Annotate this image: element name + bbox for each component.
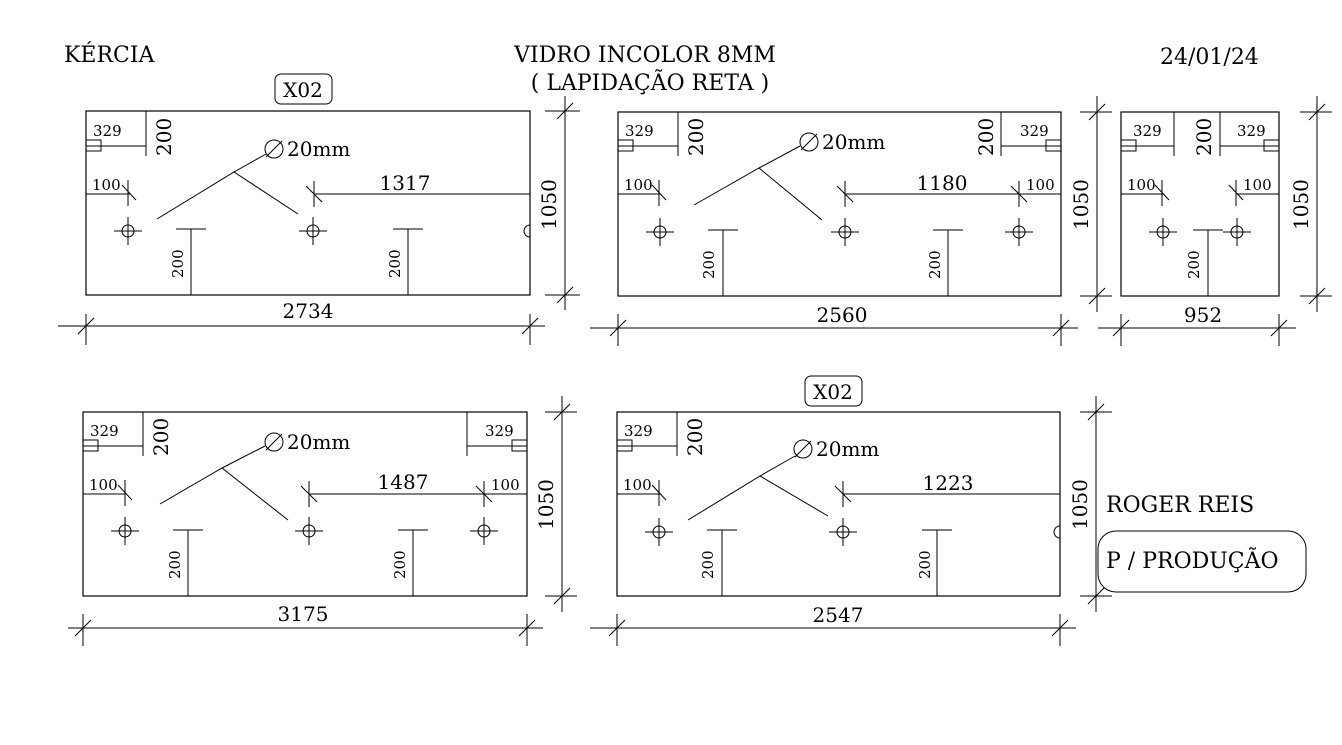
drawing-date: 24/01/24	[1160, 45, 1259, 70]
drop-dim: 200	[386, 249, 404, 278]
hole-size-label: 20mm	[822, 130, 885, 154]
tab-dim: 200	[149, 418, 173, 456]
edge-dim: 100	[92, 176, 121, 194]
client-name: KÉRCIA	[64, 41, 156, 68]
glass-outline	[85, 110, 531, 296]
panel-badge: X02	[813, 380, 853, 404]
tab-dim: 200	[1192, 118, 1216, 156]
corner-dim: 329	[485, 422, 514, 440]
drop-dim: 200	[169, 249, 187, 278]
span-dim: 1223	[923, 471, 974, 495]
drop-dim: 200	[699, 550, 717, 579]
height-dim: 1050	[1069, 179, 1093, 230]
corner-dim: 329	[1020, 122, 1049, 140]
drop-dim: 200	[926, 250, 944, 279]
purpose-label: P / PRODUÇÃO	[1106, 546, 1279, 574]
width-dim: 2547	[813, 603, 864, 627]
badge-frame	[274, 73, 333, 105]
tab-dim: 200	[974, 118, 998, 156]
finish-label: ( LAPIDAÇÃO RETA )	[531, 68, 769, 96]
glass-outline	[82, 411, 528, 597]
glass-outline	[616, 411, 1061, 597]
height-dim: 1050	[1068, 479, 1092, 530]
edge-dim: 100	[1026, 176, 1055, 194]
drop-dim: 200	[1185, 250, 1203, 279]
edge-dim: 100	[1243, 176, 1272, 194]
drop-dim: 200	[916, 550, 934, 579]
edge-hole	[1053, 525, 1061, 539]
height-dim: 1050	[537, 179, 561, 230]
corner-dim: 329	[93, 122, 122, 140]
edge-dim: 100	[491, 476, 520, 494]
panel-4: 329 200 329 100 1487 100 20mm 200 200 31…	[68, 396, 577, 646]
span-dim: 1487	[378, 470, 429, 494]
corner-dim: 329	[1133, 122, 1162, 140]
purpose-frame	[1097, 530, 1307, 593]
tab-dim: 200	[683, 418, 707, 456]
edge-dim: 100	[89, 476, 118, 494]
panel-badge: X02	[283, 78, 323, 102]
glass-outline	[617, 111, 1062, 297]
corner-dim: 329	[1237, 122, 1266, 140]
corner-dim: 329	[90, 422, 119, 440]
edge-dim: 100	[1127, 176, 1156, 194]
glass-outline	[1120, 111, 1280, 297]
badge-frame	[804, 375, 863, 407]
width-dim: 2560	[817, 303, 868, 327]
tab-dim: 200	[684, 118, 708, 156]
edge-hole	[523, 224, 531, 238]
corner-dim: 329	[625, 122, 654, 140]
corner-dim: 329	[624, 422, 653, 440]
tab-dim: 200	[152, 118, 176, 156]
hole-size-label: 20mm	[816, 437, 879, 461]
edge-dim: 100	[624, 176, 653, 194]
drop-dim: 200	[700, 250, 718, 279]
material-label: VIDRO INCOLOR 8MM	[513, 43, 776, 68]
span-dim: 1180	[917, 171, 968, 195]
drop-dim: 200	[391, 550, 409, 579]
hole-size-label: 20mm	[287, 137, 350, 161]
width-dim: 2734	[283, 299, 334, 323]
height-dim: 1050	[534, 479, 558, 530]
panel-1: X02 329 200 100 1317 20mm 200 200 2734	[58, 73, 580, 345]
panel-2: 329 200 329 200 100 1180 100 20mm 200 20…	[590, 96, 1112, 346]
width-dim: 3175	[278, 602, 329, 626]
width-dim: 952	[1184, 303, 1222, 327]
drop-dim: 200	[166, 550, 184, 579]
hole-size-label: 20mm	[287, 430, 350, 454]
height-dim: 1050	[1289, 179, 1313, 230]
responsible-name: ROGER REIS	[1106, 493, 1254, 518]
panel-3: 329 200 329 100 100 200 952 1050	[1098, 96, 1332, 346]
edge-dim: 100	[623, 476, 652, 494]
panel-5: X02 329 200 100 1223 20mm 200 200 2547 1…	[590, 375, 1112, 646]
span-dim: 1317	[380, 171, 431, 195]
